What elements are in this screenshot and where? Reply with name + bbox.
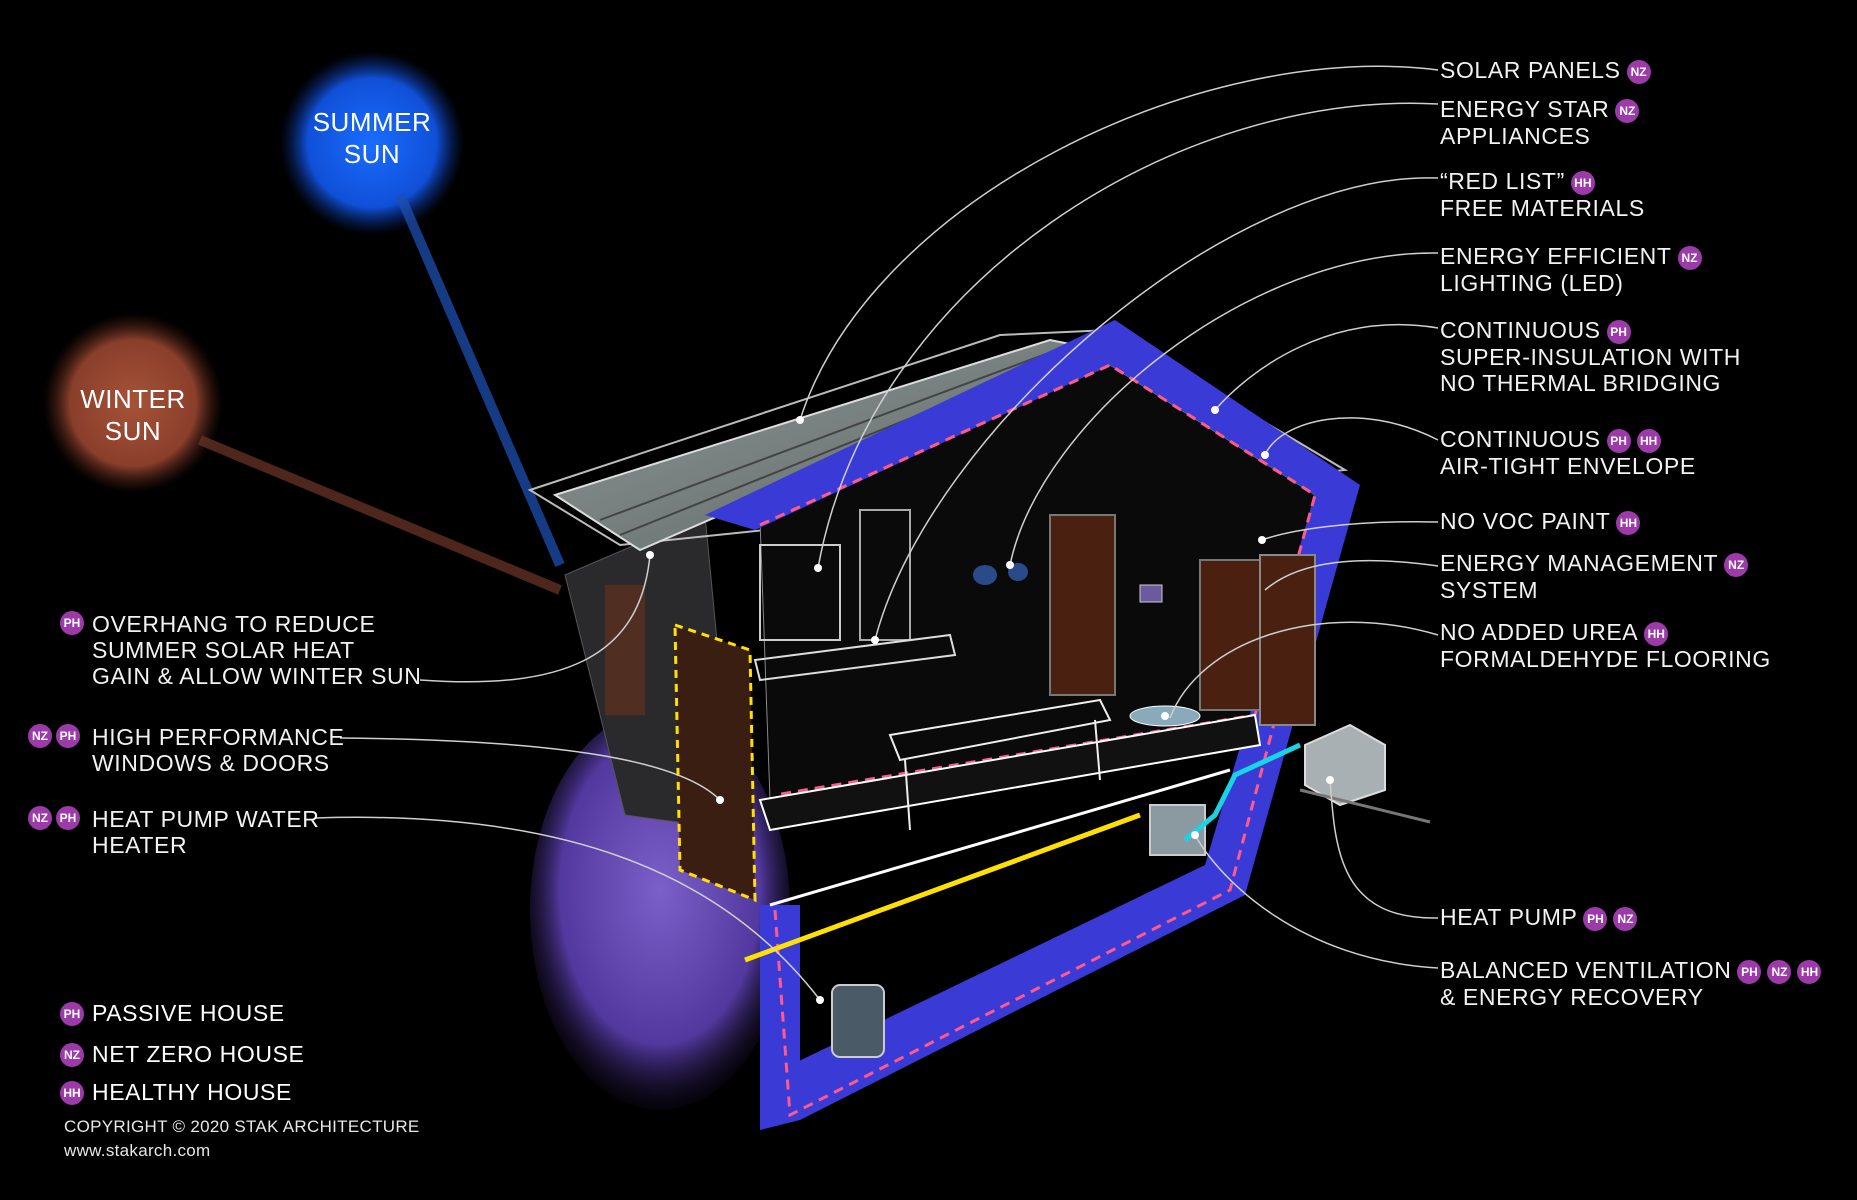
- overhang-badges: PH: [60, 611, 84, 635]
- legend-healthy-house: HHHEALTHY HOUSE: [60, 1079, 292, 1106]
- nz-badge: NZ: [60, 1043, 84, 1067]
- label-energy-star: ENERGY STARNZ APPLIANCES: [1440, 96, 1639, 149]
- label-super-insulation: CONTINUOUSPH SUPER-INSULATION WITH NO TH…: [1440, 317, 1741, 396]
- label-solar-panels: SOLAR PANELSNZ: [1440, 57, 1651, 84]
- nz-badge: NZ: [1767, 960, 1791, 984]
- copyright: COPYRIGHT © 2020 STAK ARCHITECTURE: [64, 1117, 420, 1137]
- hh-badge: HH: [1644, 622, 1668, 646]
- nz-badge: NZ: [1627, 60, 1651, 84]
- label-windows-doors: HIGH PERFORMANCE WINDOWS & DOORS: [92, 724, 344, 776]
- label-energy-management: ENERGY MANAGEMENTNZ SYSTEM: [1440, 550, 1748, 603]
- winter-sun-label: WINTERSUN: [73, 383, 193, 447]
- ph-badge: PH: [1607, 320, 1631, 344]
- ph-badge: PH: [1737, 960, 1761, 984]
- ph-badge: PH: [56, 724, 80, 748]
- website: www.stakarch.com: [64, 1141, 211, 1161]
- label-red-list: “RED LIST”HH FREE MATERIALS: [1440, 168, 1645, 221]
- nz-badge: NZ: [1724, 553, 1748, 577]
- label-balanced-ventilation: BALANCED VENTILATIONPHNZHH & ENERGY RECO…: [1440, 957, 1821, 1010]
- water-heater-badges: NZ PH: [28, 806, 80, 830]
- ph-badge: PH: [60, 1002, 84, 1026]
- label-overhang: OVERHANG TO REDUCE SUMMER SOLAR HEAT GAI…: [92, 611, 421, 689]
- label-air-tight: CONTINUOUSPHHH AIR-TIGHT ENVELOPE: [1440, 426, 1696, 479]
- hh-badge: HH: [60, 1081, 84, 1105]
- nz-badge: NZ: [28, 724, 52, 748]
- hh-badge: HH: [1616, 511, 1640, 535]
- nz-badge: NZ: [1613, 907, 1637, 931]
- ph-badge: PH: [1583, 907, 1607, 931]
- nz-badge: NZ: [28, 806, 52, 830]
- hh-badge: HH: [1637, 429, 1661, 453]
- label-heat-pump: HEAT PUMPPHNZ: [1440, 904, 1637, 931]
- label-urea-flooring: NO ADDED UREAHH FORMALDEHYDE FLOORING: [1440, 619, 1771, 672]
- ph-badge: PH: [60, 611, 84, 635]
- hh-badge: HH: [1571, 171, 1595, 195]
- ph-badge: PH: [1607, 429, 1631, 453]
- label-no-voc-paint: NO VOC PAINTHH: [1440, 508, 1640, 535]
- hh-badge: HH: [1797, 960, 1821, 984]
- label-water-heater: HEAT PUMP WATER HEATER: [92, 806, 320, 858]
- ph-badge: PH: [56, 806, 80, 830]
- legend-net-zero-house: NZNET ZERO HOUSE: [60, 1041, 304, 1068]
- windows-badges: NZ PH: [28, 724, 80, 748]
- summer-sun-label: SUMMERSUN: [312, 106, 432, 170]
- nz-badge: NZ: [1615, 99, 1639, 123]
- legend-passive-house: PHPASSIVE HOUSE: [60, 1000, 285, 1027]
- label-led-lighting: ENERGY EFFICIENTNZ LIGHTING (LED): [1440, 243, 1702, 296]
- nz-badge: NZ: [1678, 246, 1702, 270]
